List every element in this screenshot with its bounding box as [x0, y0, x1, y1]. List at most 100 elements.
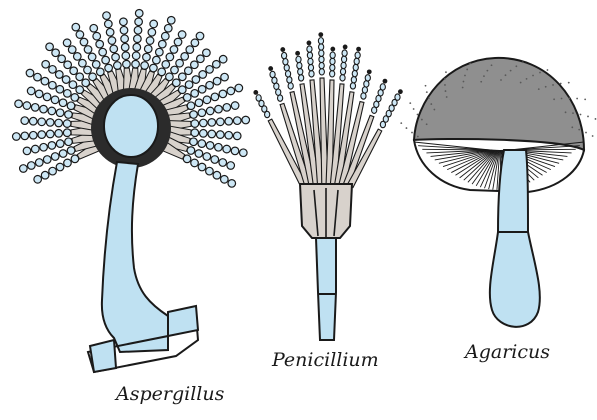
aspergillus-conidium [216, 118, 224, 126]
aspergillus-conidium [28, 162, 36, 170]
aspergillus-conidium [240, 149, 248, 157]
aspergillus-conidium [195, 99, 203, 107]
agaricus-cap-speckle [463, 81, 465, 83]
aspergillus-conidium [162, 61, 170, 69]
aspergillus-conidium [15, 100, 23, 108]
penicillium-conidium [330, 71, 335, 77]
aspergillus-conidium [29, 117, 37, 125]
agaricus-cap-speckle [445, 90, 447, 92]
aspergillus-conidium [206, 66, 214, 74]
aspergillus-conidium [64, 90, 72, 98]
aspergillus-conidium [62, 76, 70, 84]
aspergillus-conidium [84, 66, 92, 74]
aspergillus-conidium [228, 180, 236, 188]
aspergillus-conidiophore [102, 162, 168, 352]
penicillium-conidium [364, 81, 369, 87]
aspergillus-conidium [166, 53, 174, 61]
penicillium-conidium [341, 56, 346, 62]
aspergillus-conidium [223, 104, 231, 112]
agaricus-cap-speckle [486, 70, 488, 72]
agaricus-cap-speckle [444, 84, 446, 86]
penicillium-conidium [350, 83, 355, 89]
aspergillus-conidium [105, 64, 113, 72]
aspergillus-conidium [186, 46, 194, 54]
aspergillus-conidium [23, 102, 31, 110]
aspergillus-conidium [34, 73, 42, 81]
aspergillus-conidium [43, 156, 51, 164]
aspergillus-conidium [203, 153, 211, 161]
aspergillus-conidium [227, 87, 235, 95]
agaricus-cap-speckle [425, 85, 427, 87]
aspergillus-conidium [181, 53, 189, 61]
penicillium-conidium [307, 46, 312, 52]
aspergillus-conidium [133, 43, 141, 51]
agaricus-cap-speckle [466, 69, 468, 71]
agaricus-cap-speckle [571, 126, 573, 128]
aspergillus-conidium [79, 59, 87, 67]
aspergillus-conidium [31, 145, 39, 153]
aspergillus-conidium [84, 46, 92, 54]
agaricus-cap [414, 58, 584, 150]
aspergillus-conidium [191, 129, 199, 137]
aspergillus-conidium [206, 142, 214, 150]
agaricus-cap-speckle [515, 65, 517, 67]
aspergillus-conidium [213, 77, 221, 85]
penicillium-conidium [319, 50, 324, 56]
penicillium-conidium [354, 58, 359, 64]
aspergillus-conidium [141, 62, 149, 70]
penicillium-spore-chains [253, 32, 402, 128]
aspergillus-conidium [114, 62, 122, 70]
penicillium-terminal-conidium [398, 89, 403, 94]
aspergillus-conidium [76, 73, 84, 81]
aspergillus-conidium [58, 55, 66, 63]
penicillium-conidium [283, 59, 288, 65]
aspergillus-illustration [13, 9, 250, 372]
penicillium-conidium [319, 44, 324, 50]
aspergillus-conidium [198, 85, 206, 93]
agaricus-cap-speckle [510, 70, 512, 72]
agaricus-cap-speckle [545, 86, 547, 88]
aspergillus-conidium [191, 159, 199, 167]
agaricus-cap-speckle [553, 98, 555, 100]
aspergillus-conidium [27, 87, 35, 95]
penicillium-terminal-conidium [253, 90, 258, 95]
aspergillus-conidium [55, 71, 63, 79]
aspergillus-conidium [206, 167, 214, 175]
penicillium-conidium [285, 71, 290, 77]
agaricus-cap-speckle [572, 112, 574, 114]
penicillium-conidium [307, 52, 312, 58]
agaricus-stipe [498, 150, 528, 232]
penicillium-conidium [319, 62, 324, 68]
penicillium-illustration [253, 32, 402, 340]
aspergillus-conidium [135, 18, 143, 26]
aspergillus-conidium [219, 55, 227, 63]
aspergillus-conidium [42, 60, 50, 68]
agaricus-cap-speckle [483, 75, 485, 77]
penicillium-conidium [319, 56, 324, 62]
aspergillus-conidium [55, 119, 63, 127]
penicillium-conidium [362, 87, 367, 93]
agaricus-cap-speckle [595, 118, 597, 120]
aspergillus-conidium [132, 52, 140, 60]
penicillium-conidium [380, 84, 385, 90]
aspergillus-conidium [59, 150, 67, 158]
aspergillus-conidium [34, 176, 42, 184]
aspergillus-conidium [185, 81, 193, 89]
penicillium-conidium [330, 58, 335, 64]
aspergillus-conidium [187, 147, 195, 155]
aspergillus-conidium [213, 171, 221, 179]
agaricus-cap-speckle [469, 63, 471, 65]
aspergillus-conidium [41, 171, 49, 179]
aspergillus-conidium [49, 66, 57, 74]
aspergillus-conidium [102, 56, 110, 64]
aspergillus-conidium [144, 45, 152, 53]
penicillium-conidium [319, 69, 324, 75]
aspergillus-conidium [56, 109, 64, 117]
aspergillus-conidium [51, 96, 59, 104]
penicillium-conidium [308, 58, 313, 64]
aspergillus-conidium [161, 32, 169, 40]
penicillium-conidium [352, 70, 357, 76]
aspergillus-conidium [150, 64, 158, 72]
agaricus-cap-speckle [500, 79, 502, 81]
penicillium-conidium [341, 62, 346, 68]
